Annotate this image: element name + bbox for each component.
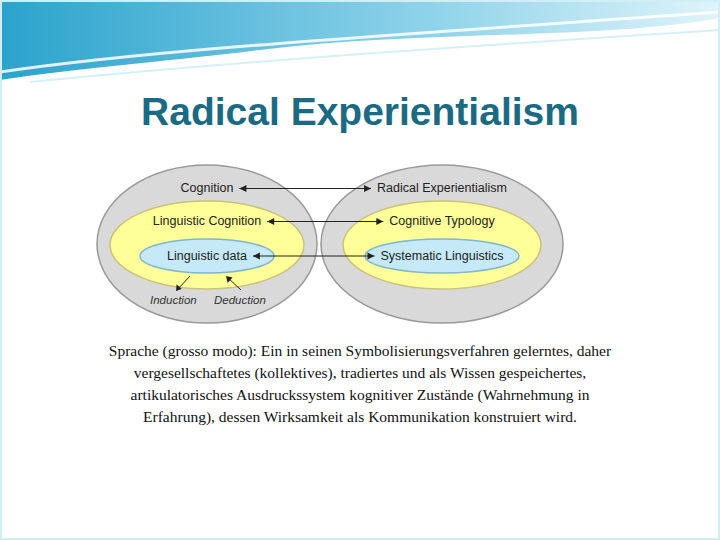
connector-group (239, 185, 371, 192)
node-text: Radical Experientialism (377, 181, 507, 196)
connector-group (267, 218, 383, 225)
definition-caption: Sprache (grosso modo): Ein in seinen Sym… (100, 340, 620, 428)
arrow-head (176, 284, 182, 291)
induction-line (178, 276, 190, 289)
node-text: Systematic Linguistics (381, 249, 504, 264)
process-label: Induction (150, 293, 197, 307)
arrow-head (376, 218, 383, 225)
node-text: Cognitive Typology (389, 214, 494, 229)
ellipse-shape (343, 201, 541, 289)
arrow-head (368, 253, 375, 260)
slide-title: Radical Experientialism (0, 88, 720, 136)
node-text: Linguistic Cognition (153, 214, 261, 229)
middle-ellipse: Linguistic CognitionLinguistic data (109, 200, 305, 290)
node-text: Linguistic data (167, 249, 247, 264)
ellipse-shape (321, 165, 563, 323)
arrow-head (364, 185, 371, 192)
arrow-head (253, 253, 260, 260)
connector-group (253, 253, 375, 260)
double-arrow (239, 188, 371, 189)
ellipse-shape (140, 239, 274, 273)
top-banner (0, 0, 720, 80)
arrow-head (267, 218, 274, 225)
ellipse-outline (109, 200, 305, 290)
ellipse-shape (110, 201, 304, 289)
double-arrow (267, 221, 383, 222)
inner-ellipse: Systematic Linguistics (364, 238, 520, 274)
double-arrow (253, 256, 375, 257)
middle-ellipse: Cognitive TypologySystematic Linguistics (342, 200, 542, 290)
inner-ellipse: Linguistic data (139, 238, 275, 274)
outer-ellipse: CognitionLinguistic CognitionLinguistic … (96, 164, 318, 324)
banner-swoosh (0, 12, 720, 72)
banner-swoosh (30, 30, 720, 82)
node-text: Cognition (181, 181, 234, 196)
ellipse-shape (365, 239, 519, 273)
process-label: Deduction (214, 293, 266, 307)
arrow-head (239, 185, 246, 192)
ellipse-outline (342, 200, 542, 290)
outer-ellipse: Radical ExperientialismCognitive Typolog… (320, 164, 564, 324)
ellipse-shape (97, 165, 317, 323)
arrow-head (226, 276, 233, 283)
